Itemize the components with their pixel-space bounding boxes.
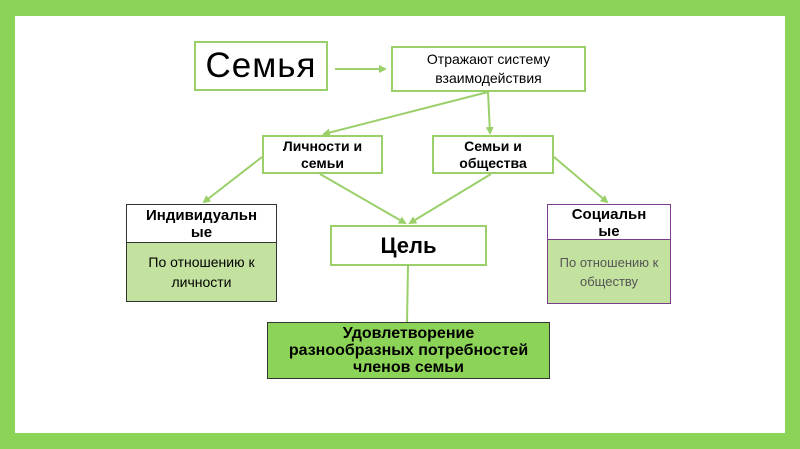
node-semi-obshestva: Семьи и общества [432, 135, 554, 174]
node-social-text: По отношению к обществу [547, 239, 671, 304]
node-semya-label: Семья [205, 46, 317, 85]
node-otrazh-label: Отражают систему взаимодействия [426, 51, 551, 86]
node-lichnosti-label: Личности и семьи [282, 137, 363, 171]
node-individ-text: По отношению к личности [126, 242, 277, 302]
node-cel-label: Цель [380, 232, 437, 258]
node-lichnosti: Личности и семьи [262, 135, 383, 174]
arrow-otrazh-to-semi [485, 91, 494, 135]
node-semi-obshestva-label: Семьи и общества [459, 137, 527, 171]
arrow-semi-to-social [553, 156, 609, 204]
node-semya: Семья [194, 41, 328, 91]
node-cel: Цель [330, 225, 487, 266]
node-social-title: Социальные [547, 204, 671, 239]
node-goal: Удовлетворение разнообразных потребносте… [267, 322, 550, 379]
node-otrazh: Отражают систему взаимодействия [391, 46, 586, 92]
node-social-title-label: Социальные [571, 206, 647, 239]
node-social-text-label: По отношению к обществу [559, 254, 659, 289]
node-individ-text-label: По отношению к личности [148, 254, 255, 290]
node-individ-title: Индивидуальные [126, 204, 277, 242]
line-cel-to-goal [406, 265, 409, 323]
arrow-lichnosti-to-individ [202, 156, 263, 204]
node-goal-label: Удовлетворение разнообразных потребносте… [288, 325, 529, 376]
node-individ-title-label: Индивидуальные [145, 207, 258, 241]
arrow-otrazh-to-lichnosti [322, 91, 489, 137]
arrow-lichnosti-to-cel [319, 173, 407, 224]
arrow-semi-to-cel [408, 173, 492, 225]
